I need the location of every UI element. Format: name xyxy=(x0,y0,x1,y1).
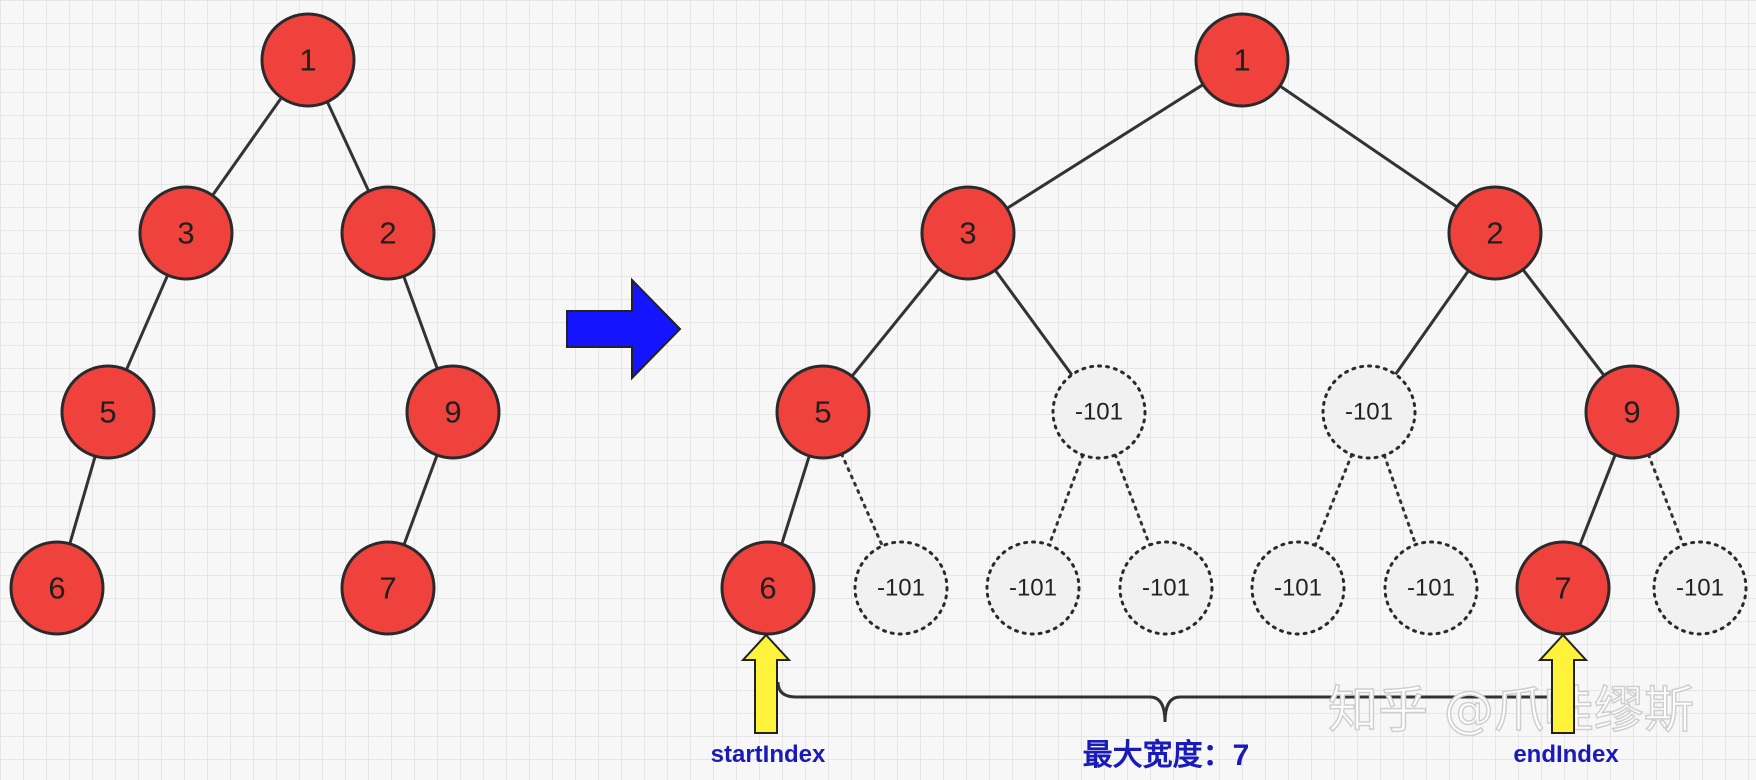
right-node-r6: 6 xyxy=(720,540,816,636)
right-node-r7: 7 xyxy=(1515,540,1611,636)
node-label: 2 xyxy=(379,216,396,251)
right-edge-rn2-rn6 xyxy=(1313,453,1354,547)
left-edge-1-2 xyxy=(325,101,371,192)
right-edge-r5-r6 xyxy=(780,455,811,545)
node-label: 3 xyxy=(177,216,194,251)
right-edge-r1-r3 xyxy=(1006,83,1204,210)
node-label: 7 xyxy=(1554,571,1571,606)
right-edge-rn2-rn7 xyxy=(1382,453,1418,547)
left-node-9: 9 xyxy=(405,364,501,460)
null-node-circle xyxy=(1383,540,1479,636)
node-label: 1 xyxy=(299,43,316,78)
left-edge-1-3 xyxy=(211,96,283,197)
right-edge-r1-r2 xyxy=(1279,84,1458,209)
node-circle xyxy=(1584,364,1680,460)
node-circle xyxy=(720,540,816,636)
right-node-r2: 2 xyxy=(1447,185,1543,281)
right-node-r3: 3 xyxy=(920,185,1016,281)
node-label: 7 xyxy=(379,571,396,606)
node-label: 6 xyxy=(48,571,65,606)
right-node-r9: 9 xyxy=(1584,364,1680,460)
node-circle xyxy=(405,364,501,460)
node-label: 3 xyxy=(959,216,976,251)
right-null-node-rn4: -101 xyxy=(985,540,1081,636)
right-node-r5: 5 xyxy=(775,364,871,460)
null-node-circle xyxy=(1321,364,1417,460)
node-label: 9 xyxy=(1623,395,1640,430)
right-edge-r9-rn8 xyxy=(1647,453,1685,547)
node-label: 6 xyxy=(759,571,776,606)
right-edge-r5-rn3 xyxy=(840,452,884,548)
tree-edges xyxy=(68,83,1685,548)
right-edge-r9-r7 xyxy=(1578,454,1617,546)
node-label: 2 xyxy=(1486,216,1503,251)
right-edge-r3-rn1 xyxy=(993,269,1074,376)
left-node-7: 7 xyxy=(340,540,436,636)
right-edge-r3-r5 xyxy=(850,267,941,378)
right-null-node-rn2: -101 xyxy=(1321,364,1417,460)
left-node-2: 2 xyxy=(340,185,436,281)
watermark: 知乎 @爪哇缪斯 xyxy=(1328,681,1694,739)
right-edge-rn1-rn4 xyxy=(1047,453,1085,547)
start-index-label: startIndex xyxy=(711,741,826,768)
right-node-r1: 1 xyxy=(1194,12,1290,108)
null-node-circle xyxy=(1652,540,1748,636)
left-node-3: 3 xyxy=(138,185,234,281)
node-circle xyxy=(340,540,436,636)
node-circle xyxy=(1447,185,1543,281)
null-node-label: -101 xyxy=(1676,575,1724,602)
right-null-node-rn5: -101 xyxy=(1118,540,1214,636)
node-circle xyxy=(775,364,871,460)
null-node-circle xyxy=(1051,364,1147,460)
node-circle xyxy=(9,540,105,636)
max-width-label: 最大宽度：7 xyxy=(1083,738,1250,772)
right-edge-rn1-rn5 xyxy=(1113,453,1152,547)
left-node-5: 5 xyxy=(60,364,156,460)
node-label: 5 xyxy=(99,395,116,430)
node-circle xyxy=(920,185,1016,281)
null-node-label: -101 xyxy=(1407,575,1455,602)
end-pointer-arrow xyxy=(1537,633,1589,734)
left-edge-3-5 xyxy=(125,274,169,371)
left-node-6: 6 xyxy=(9,540,105,636)
right-null-node-rn3: -101 xyxy=(853,540,949,636)
node-label: 9 xyxy=(444,395,461,430)
null-node-label: -101 xyxy=(1009,575,1057,602)
node-circle xyxy=(260,12,356,108)
node-circle xyxy=(60,364,156,460)
left-edge-2-9 xyxy=(402,275,439,370)
left-edge-9-7 xyxy=(402,454,439,546)
null-node-circle xyxy=(853,540,949,636)
null-node-label: -101 xyxy=(877,575,925,602)
null-node-label: -101 xyxy=(1075,399,1123,426)
null-node-label: -101 xyxy=(1142,575,1190,602)
node-label: 5 xyxy=(814,395,831,430)
right-edge-r2-r9 xyxy=(1521,268,1606,377)
right-arrow-icon xyxy=(566,277,682,381)
tree-nodes: 1 3 2 5 9 6 7 1 3 2 5 -101 -101 9 6 -101 -101 -101 -101 -10… xyxy=(9,12,1748,636)
right-edge-r2-rn2 xyxy=(1394,269,1470,376)
right-null-node-rn8: -101 xyxy=(1652,540,1748,636)
node-circle xyxy=(1194,12,1290,108)
node-circle xyxy=(340,185,436,281)
null-node-label: -101 xyxy=(1274,575,1322,602)
node-label: 1 xyxy=(1233,43,1250,78)
node-circle xyxy=(138,185,234,281)
null-node-circle xyxy=(985,540,1081,636)
null-node-circle xyxy=(1250,540,1346,636)
start-pointer-arrow xyxy=(740,633,792,734)
end-index-label: endIndex xyxy=(1513,741,1619,768)
left-edge-5-6 xyxy=(68,455,97,545)
right-null-node-rn7: -101 xyxy=(1383,540,1479,636)
right-null-node-rn1: -101 xyxy=(1051,364,1147,460)
left-node-1: 1 xyxy=(260,12,356,108)
null-node-circle xyxy=(1118,540,1214,636)
right-null-node-rn6: -101 xyxy=(1250,540,1346,636)
null-node-label: -101 xyxy=(1345,399,1393,426)
